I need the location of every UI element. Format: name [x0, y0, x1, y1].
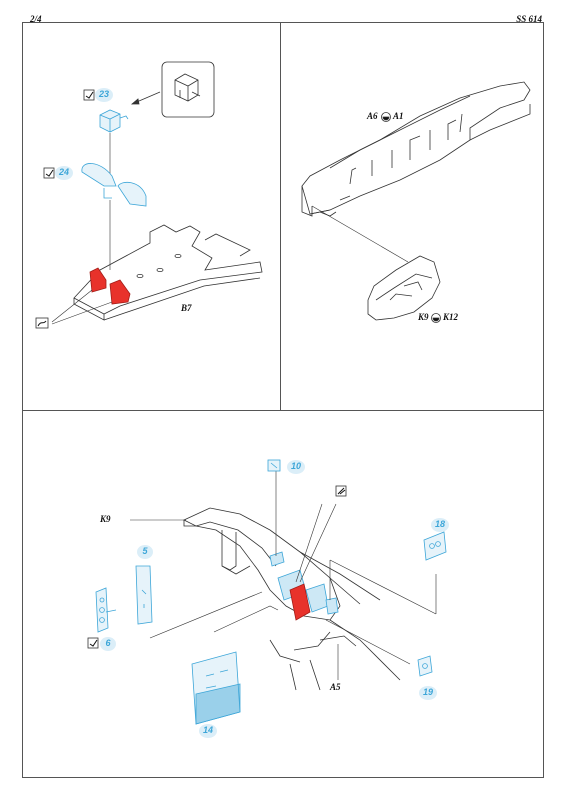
part-label-a6: A6 [367, 111, 378, 121]
part-6-strip [95, 587, 109, 633]
step-number-23: 23 [98, 89, 109, 99]
panel-bottom [22, 410, 544, 778]
step-number-24: 24 [58, 167, 69, 177]
step-number-5: 5 [142, 546, 148, 556]
part-label-b7: B7 [181, 303, 192, 313]
set-code: SS 614 [516, 14, 542, 24]
step-number-14: 14 [202, 725, 213, 735]
detail-zoom-box [161, 61, 215, 118]
part-label-a1: A1 [393, 111, 404, 121]
red-part-b [109, 279, 131, 305]
step-number-18: 18 [434, 519, 445, 529]
bend-icon-6 [87, 637, 99, 649]
part-label-a5: A5 [330, 682, 341, 692]
side-part-k12 [367, 255, 441, 321]
part-label-k9-top: K9 [418, 312, 429, 322]
detail-part-cube [174, 73, 199, 102]
part-label-k12: K12 [443, 312, 459, 322]
cockpit-wall-k9 [183, 507, 341, 621]
step-number-10: 10 [290, 461, 301, 471]
bend-icon-23 [83, 89, 95, 101]
fuselage-half-a6 [301, 81, 531, 215]
step-number-6: 6 [105, 638, 111, 648]
part-label-k9: K9 [100, 514, 111, 524]
base-plate-b7 [73, 224, 263, 315]
step-number-19: 19 [422, 687, 433, 697]
bend-icon-24 [43, 167, 55, 179]
part-5-strip [135, 565, 153, 625]
red-cockpit-panel [289, 583, 311, 621]
red-part-a [89, 267, 107, 293]
part-19-panel [417, 655, 433, 677]
page-number: 2/4 [30, 14, 42, 24]
part-24-right [117, 181, 147, 207]
part-24-left [81, 163, 117, 187]
part-18-panel [423, 531, 447, 561]
